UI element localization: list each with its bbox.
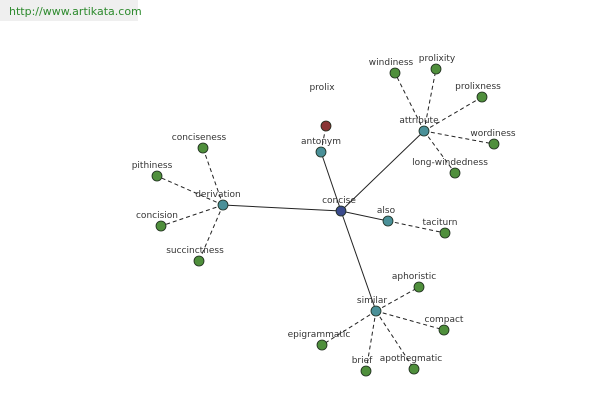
edge-concise-similar xyxy=(340,210,377,312)
edge-derivation-succinctness xyxy=(198,204,224,262)
edge-similar-epigrammatic xyxy=(321,310,377,346)
node-aphoristic[interactable] xyxy=(413,281,425,293)
edge-derivation-pithiness xyxy=(156,175,224,206)
label-brief[interactable]: brief xyxy=(352,356,373,366)
node-apothegmatic[interactable] xyxy=(408,363,420,375)
node-compact[interactable] xyxy=(438,324,450,336)
node-similar[interactable] xyxy=(370,305,382,317)
node-also[interactable] xyxy=(382,215,394,227)
edge-derivation-conciseness xyxy=(202,147,224,206)
node-brief[interactable] xyxy=(360,365,372,377)
edge-concise-antonym xyxy=(320,151,342,212)
label-wordiness[interactable]: wordiness xyxy=(470,129,516,139)
node-wordiness[interactable] xyxy=(488,138,500,150)
label-prolixness[interactable]: prolixness xyxy=(455,82,501,92)
edge-similar-compact xyxy=(375,310,445,331)
label-similar[interactable]: similar xyxy=(357,296,387,306)
edge-attribute-prolixity xyxy=(423,68,437,132)
label-derivation[interactable]: derivation xyxy=(195,190,241,200)
label-taciturn[interactable]: taciturn xyxy=(423,218,458,228)
node-antonym[interactable] xyxy=(315,146,327,158)
node-attribute[interactable] xyxy=(418,125,430,137)
label-long-windedness[interactable]: long-windedness xyxy=(412,158,488,168)
label-concise[interactable]: concise xyxy=(322,196,356,206)
edge-attribute-long-windedness xyxy=(423,130,456,174)
node-concise[interactable] xyxy=(335,205,347,217)
edge-derivation-concision xyxy=(160,204,224,227)
node-long-windedness[interactable] xyxy=(449,167,461,179)
node-prolixity[interactable] xyxy=(430,63,442,75)
label-apothegmatic[interactable]: apothegmatic xyxy=(380,354,443,364)
edge-similar-aphoristic xyxy=(375,286,420,312)
label-pithiness[interactable]: pithiness xyxy=(132,161,173,171)
edge-similar-apothegmatic xyxy=(375,310,415,370)
edge-concise-also xyxy=(340,210,389,222)
label-compact[interactable]: compact xyxy=(425,315,464,325)
label-prolixity[interactable]: prolixity xyxy=(419,54,456,64)
node-epigrammatic[interactable] xyxy=(316,339,328,351)
node-conciseness[interactable] xyxy=(197,142,209,154)
node-prolix[interactable] xyxy=(320,120,332,132)
edge-concise-derivation xyxy=(222,204,342,212)
node-pithiness[interactable] xyxy=(151,170,163,182)
label-aphoristic[interactable]: aphoristic xyxy=(392,272,436,282)
source-banner: http://www.artikata.com xyxy=(0,0,142,21)
edge-similar-brief xyxy=(365,310,377,372)
node-taciturn[interactable] xyxy=(439,227,451,239)
nodes-layer xyxy=(151,63,500,377)
node-windiness[interactable] xyxy=(389,67,401,79)
label-also[interactable]: also xyxy=(377,206,396,216)
edge-concise-attribute xyxy=(340,130,425,212)
label-windiness[interactable]: windiness xyxy=(369,58,414,68)
node-prolixness[interactable] xyxy=(476,91,488,103)
edge-also-taciturn xyxy=(387,220,446,234)
edge-attribute-wordiness xyxy=(423,130,495,145)
node-succinctness[interactable] xyxy=(193,255,205,267)
label-attribute[interactable]: attribute xyxy=(399,116,439,126)
label-prolix[interactable]: prolix xyxy=(309,83,335,93)
label-epigrammatic[interactable]: epigrammatic xyxy=(288,330,351,340)
node-concision[interactable] xyxy=(155,220,167,232)
label-succinctness[interactable]: succinctness xyxy=(166,246,224,256)
source-url-link[interactable]: http://www.artikata.com xyxy=(9,5,142,18)
edges-layer xyxy=(156,68,495,372)
label-antonym[interactable]: antonym xyxy=(301,137,341,147)
edge-attribute-windiness xyxy=(394,72,425,132)
node-derivation[interactable] xyxy=(217,199,229,211)
labels-layer: antonym prolix attribute windiness prolixity… xyxy=(132,54,516,366)
label-conciseness[interactable]: conciseness xyxy=(172,133,227,143)
label-concision[interactable]: concision xyxy=(136,211,178,221)
edge-attribute-prolixness xyxy=(423,96,483,132)
